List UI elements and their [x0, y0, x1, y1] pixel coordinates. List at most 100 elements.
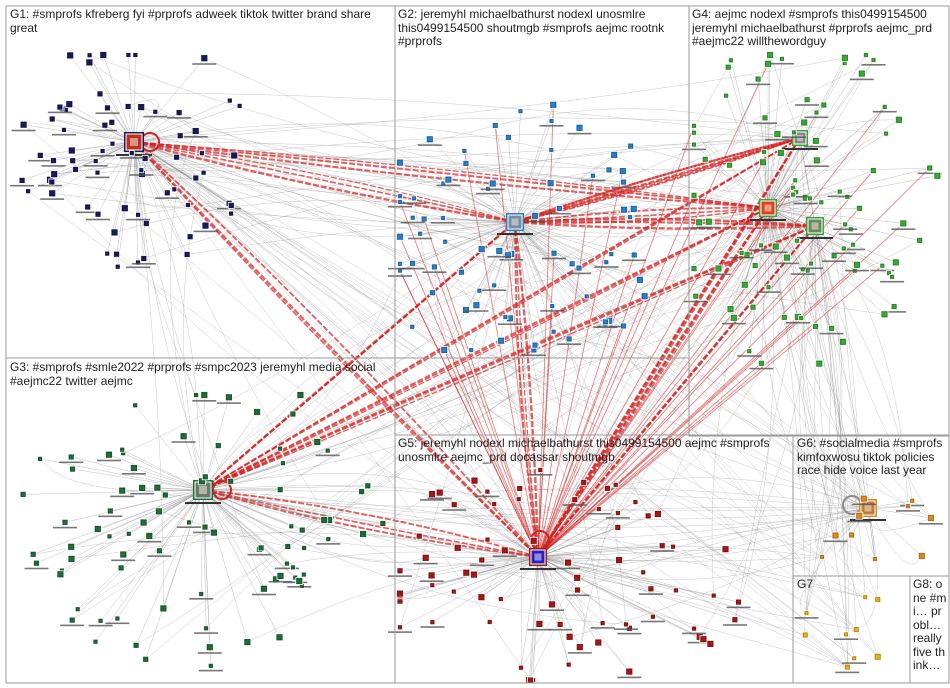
graph-node[interactable] [147, 547, 172, 557]
graph-node[interactable] [67, 555, 76, 563]
graph-node[interactable] [96, 90, 104, 98]
graph-node[interactable] [109, 140, 116, 147]
graph-node[interactable] [547, 204, 572, 215]
graph-node[interactable] [396, 158, 404, 167]
graph-node[interactable] [895, 115, 903, 124]
graph-node[interactable] [359, 530, 368, 538]
graph-node[interactable] [274, 560, 299, 570]
graph-node[interactable] [430, 215, 455, 224]
graph-node[interactable] [629, 204, 638, 213]
graph-node[interactable] [838, 337, 847, 346]
graph-node[interactable] [749, 359, 774, 370]
graph-node[interactable] [83, 158, 108, 167]
graph-node[interactable] [56, 570, 65, 579]
graph-node[interactable] [620, 322, 627, 330]
graph-node[interactable] [804, 156, 829, 167]
graph-node[interactable] [230, 151, 239, 160]
graph-node[interactable] [99, 51, 108, 59]
graph-node[interactable] [436, 175, 461, 187]
graph-node[interactable] [53, 518, 77, 529]
graph-node[interactable] [486, 619, 493, 625]
graph-node[interactable] [874, 596, 882, 603]
graph-node[interactable] [125, 52, 132, 58]
graph-node[interactable] [117, 564, 125, 572]
graph-node[interactable] [896, 503, 920, 512]
graph-node[interactable] [759, 158, 767, 167]
graph-node[interactable] [110, 228, 119, 237]
graph-node[interactable] [462, 306, 470, 314]
graph-node[interactable] [396, 589, 404, 598]
graph-node[interactable] [604, 484, 611, 492]
graph-node[interactable] [358, 488, 366, 496]
graph-node[interactable] [780, 313, 788, 321]
graph-node[interactable] [11, 120, 36, 132]
graph-node[interactable] [24, 559, 49, 570]
graph-node[interactable] [29, 550, 37, 558]
graph-node[interactable] [74, 606, 81, 613]
graph-node[interactable] [721, 545, 730, 554]
graph-node[interactable] [124, 103, 132, 110]
graph-node[interactable] [795, 96, 820, 106]
graph-node[interactable] [40, 189, 65, 200]
graph-node[interactable] [746, 75, 771, 86]
graph-node[interactable] [469, 556, 494, 567]
graph-node[interactable] [442, 501, 467, 511]
graph-node[interactable] [856, 204, 863, 212]
graph-node[interactable] [753, 114, 777, 124]
graph-node[interactable] [176, 132, 184, 140]
graph-node[interactable] [523, 211, 548, 223]
graph-node[interactable] [97, 450, 121, 462]
graph-node[interactable] [640, 613, 665, 623]
graph-node[interactable] [769, 56, 794, 65]
graph-node[interactable] [298, 526, 306, 534]
graph-node[interactable] [129, 167, 154, 176]
graph-node[interactable] [114, 263, 121, 270]
graph-node[interactable] [161, 491, 169, 499]
graph-node[interactable] [130, 483, 155, 495]
graph-node[interactable] [562, 496, 587, 506]
graph-node[interactable] [614, 524, 622, 531]
graph-node[interactable] [453, 543, 462, 552]
graph-node[interactable] [542, 249, 566, 260]
graph-node[interactable] [153, 483, 162, 492]
graph-node[interactable] [277, 445, 284, 452]
graph-node[interactable] [691, 129, 697, 136]
graph-node[interactable] [200, 169, 207, 176]
graph-node[interactable] [844, 260, 869, 272]
graph-node[interactable] [462, 568, 471, 577]
graph-node[interactable] [891, 258, 900, 267]
graph-node[interactable] [52, 127, 76, 136]
graph-node[interactable] [517, 108, 524, 115]
graph-node[interactable] [527, 620, 552, 631]
graph-node[interactable] [364, 482, 372, 490]
graph-node[interactable] [515, 496, 522, 503]
graph-node[interactable] [722, 616, 747, 626]
graph-node[interactable] [287, 577, 312, 588]
graph-node[interactable] [807, 195, 813, 202]
graph-node[interactable] [142, 655, 150, 663]
graph-node[interactable] [476, 287, 483, 294]
graph-node[interactable] [749, 242, 774, 251]
graph-node[interactable] [548, 147, 555, 153]
graph-node[interactable] [504, 133, 512, 141]
graph-node[interactable] [701, 155, 709, 163]
graph-node[interactable] [492, 546, 517, 557]
graph-node[interactable] [111, 550, 136, 562]
graph-node[interactable] [516, 485, 524, 492]
graph-node[interactable] [388, 567, 412, 577]
graph-node[interactable] [756, 284, 781, 293]
graph-node[interactable] [870, 262, 895, 272]
graph-node[interactable] [726, 598, 751, 609]
graph-node[interactable] [192, 391, 217, 402]
graph-node[interactable] [132, 402, 139, 409]
graph-node[interactable] [886, 270, 892, 277]
graph-node[interactable] [420, 619, 445, 628]
graph-node[interactable] [900, 497, 925, 507]
graph-node[interactable] [464, 301, 489, 312]
graph-node[interactable] [819, 324, 844, 335]
graph-node[interactable] [251, 584, 276, 596]
graph-node[interactable] [28, 151, 53, 162]
graph-node[interactable] [72, 165, 79, 173]
graph-node[interactable] [227, 477, 235, 485]
graph-node[interactable] [257, 544, 265, 552]
